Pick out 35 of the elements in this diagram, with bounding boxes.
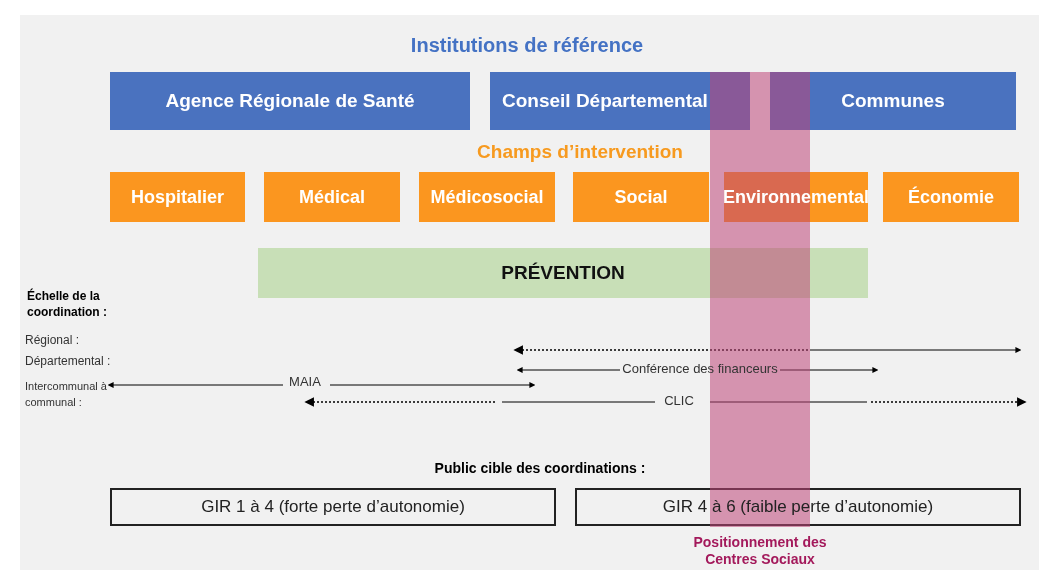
- institution-box: [110, 72, 470, 130]
- box-label: GIR 4 à 6 (faible perte d’autonomie): [662, 497, 934, 517]
- scale-label: Départemental :: [25, 354, 111, 368]
- field-box: [110, 172, 245, 222]
- field-box: [264, 172, 400, 222]
- arrow-label: CLIC: [664, 393, 694, 408]
- box-label: PRÉVENTION: [501, 262, 625, 284]
- institution-box: [490, 72, 750, 130]
- arrow-label: MAIA: [289, 374, 321, 389]
- box-label: Hospitalier: [131, 186, 224, 208]
- axis-heading: Échelle de la coordination :: [27, 288, 108, 320]
- box-label: GIR 1 à 4 (forte perte d’autonomie): [201, 497, 465, 517]
- field-box: [419, 172, 555, 222]
- field-box: [724, 172, 868, 222]
- box-label: Agence Régionale de Santé: [165, 90, 415, 112]
- target-box: [575, 488, 1021, 526]
- arrow-label: Conférence des financeurs: [622, 361, 778, 376]
- field-box: [883, 172, 1019, 222]
- box-label: Économie: [908, 186, 994, 208]
- scale-label: Intercommunal à communal :: [25, 379, 108, 410]
- box-label: Communes: [841, 90, 945, 112]
- field-box: [573, 172, 709, 222]
- section-heading: Institutions de référence: [410, 34, 644, 57]
- scale-label: Régional :: [25, 333, 80, 347]
- section-heading: Champs d’intervention: [477, 141, 683, 163]
- box-label: Médicosocial: [430, 186, 544, 208]
- box-label: Environnemental: [723, 186, 869, 208]
- box-label: Conseil Départemental: [502, 90, 708, 112]
- band-caption: Positionnement des Centres Sociaux: [692, 534, 828, 568]
- section-heading: Public cible des coordinations :: [434, 460, 646, 476]
- target-box: [110, 488, 556, 526]
- box-label: Médical: [299, 186, 365, 208]
- box-label: Social: [614, 186, 668, 208]
- prevention-bar: [258, 248, 868, 298]
- institution-box: [770, 72, 1016, 130]
